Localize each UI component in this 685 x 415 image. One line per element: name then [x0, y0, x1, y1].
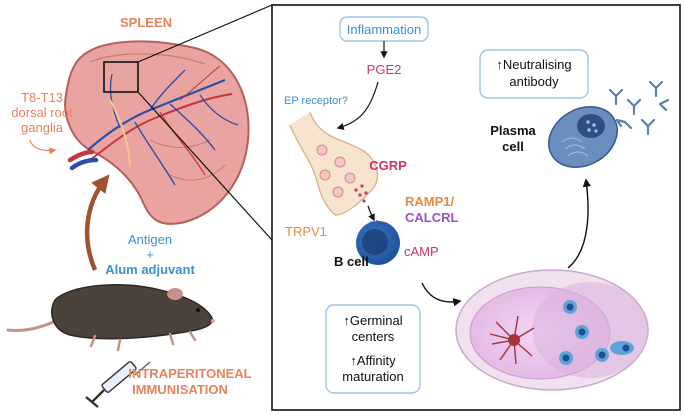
plus-label: + [146, 247, 154, 262]
ramp1-label: RAMP1/ [405, 194, 455, 209]
spleen-label: SPLEEN [120, 15, 172, 30]
affinity-label-line2: maturation [342, 369, 403, 384]
pge2-to-neuron-arrow [336, 81, 379, 130]
camp-label: cAMP [404, 244, 439, 259]
cgrp-dots [354, 184, 368, 203]
calcrl-label: CALCRL [405, 210, 458, 225]
b-cell-label: B cell [334, 254, 369, 269]
zoom-line-top [137, 4, 273, 63]
antigen-label: Antigen [128, 232, 172, 247]
dendritic-cell [489, 315, 535, 365]
cgrp-to-bcell-arrow [367, 205, 375, 222]
route-label-line2: IMMUNISATION [132, 382, 228, 397]
affinity-label-line1: ↑Affinity [350, 353, 396, 368]
mouse-tail [6, 318, 60, 332]
ep-receptor-label: EP receptor? [284, 95, 348, 107]
plasma-cell [548, 106, 618, 168]
adjuvant-label: Alum adjuvant [105, 262, 195, 277]
gc-to-plasma-arrow [567, 178, 592, 269]
drg-arrow [29, 139, 57, 155]
pge2-label: PGE2 [367, 62, 402, 77]
cgrp-label: CGRP [369, 158, 407, 173]
germinal-label-line1: ↑Germinal [343, 313, 402, 328]
antibody-label-line1: ↑Neutralising [496, 57, 571, 72]
drg-label-line2: dorsal root [11, 105, 73, 120]
zoom-line-bottom [137, 91, 273, 241]
antibody-label-line2: antibody [509, 74, 559, 89]
drg-label-line3: ganglia [21, 120, 64, 135]
immunisation-arrow [84, 174, 110, 271]
b-cell [356, 220, 400, 265]
antibody-icons [608, 80, 670, 136]
inflammation-label: Inflammation [347, 22, 421, 37]
antibody-box [479, 49, 589, 99]
mouse-body [51, 284, 213, 340]
plasma-cell-label-line1: Plasma [490, 123, 536, 138]
bcell-to-gc-arrow [421, 282, 462, 307]
syringe-icon [85, 361, 151, 408]
drg-label-line1: T8-T13 [21, 90, 63, 105]
mouse-illustration [6, 284, 215, 352]
route-label-line1: INTRAPERITONEAL [128, 366, 251, 381]
germinal-label-line2: centers [352, 329, 395, 344]
plasma-cell-label-line2: cell [502, 139, 524, 154]
zoom-box [103, 61, 139, 93]
germinal-center-illustration [455, 269, 649, 391]
spleen-illustration [64, 40, 250, 225]
germinal-outcome-box [325, 304, 421, 394]
trpv1-label: TRPV1 [285, 224, 327, 239]
